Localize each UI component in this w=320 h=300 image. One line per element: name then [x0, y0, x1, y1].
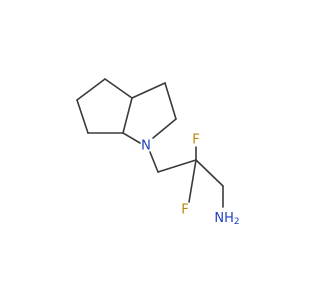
bond	[188, 159, 197, 203]
bond	[76, 99, 89, 134]
bond	[104, 78, 133, 99]
amine-subscript-text: 2	[234, 217, 240, 227]
bond	[149, 151, 159, 173]
fluorine-atom-label: F	[181, 203, 188, 218]
atom-labels: N F F NH2	[141, 133, 239, 228]
molecule-diagram: N F F NH2	[76, 78, 240, 228]
fluorine-atom-label: F	[192, 133, 199, 148]
bond	[164, 82, 177, 120]
amine-group-label: NH2	[214, 211, 239, 228]
amine-nh-text: NH	[214, 211, 234, 226]
bond	[76, 78, 106, 101]
bond	[122, 132, 141, 144]
nitrogen-atom-label: N	[141, 139, 151, 154]
bond	[157, 159, 197, 173]
bond	[152, 118, 177, 139]
bond	[195, 159, 224, 187]
bond	[131, 82, 166, 99]
bond	[122, 97, 133, 134]
bond-group	[76, 78, 224, 208]
